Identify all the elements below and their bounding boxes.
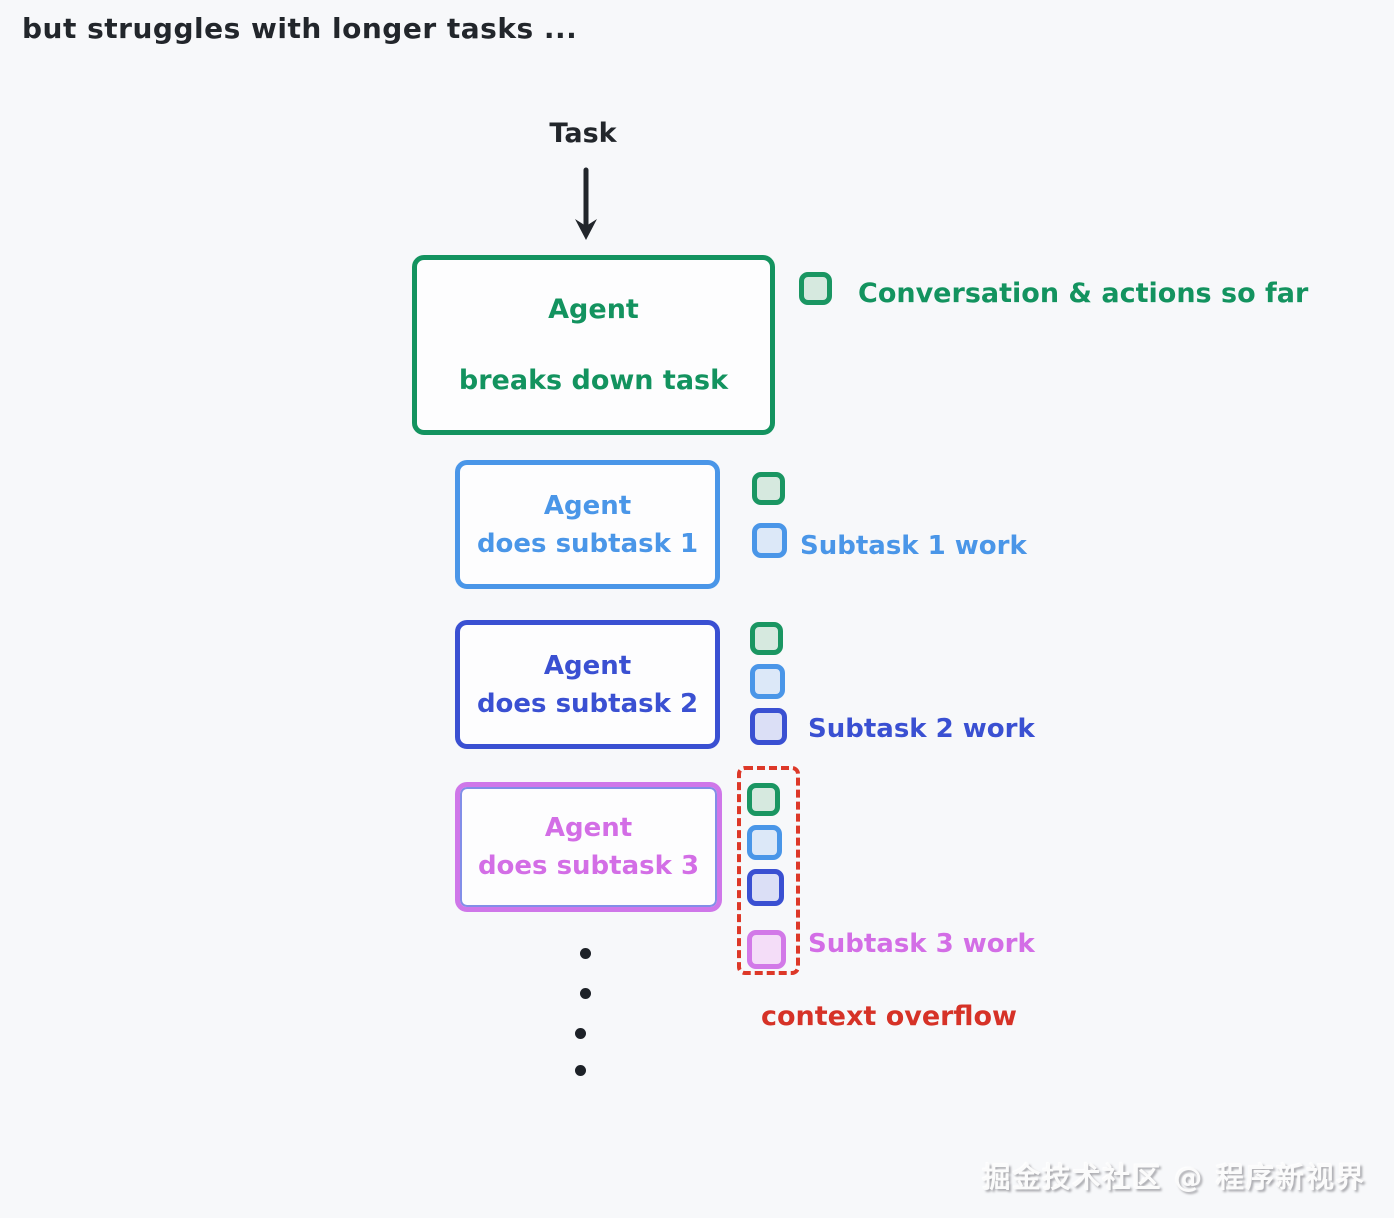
- subtask1-box-line2: does subtask 1: [476, 528, 699, 559]
- subtask3-box-line2: does subtask 3: [477, 851, 700, 881]
- context-overflow-outline: [737, 766, 800, 975]
- green-token-icon: [799, 272, 832, 305]
- subtask2-work-label: Subtask 2 work: [808, 714, 1035, 744]
- subtask2-agent-box: Agent does subtask 2: [455, 620, 720, 749]
- green-token-icon: [750, 622, 783, 655]
- blue-token-icon: [750, 664, 785, 699]
- blue-token-icon: [752, 523, 787, 558]
- subtask3-agent-box: Agent does subtask 3: [455, 782, 722, 912]
- dot: [580, 948, 591, 959]
- indigo-token-icon: [747, 869, 784, 906]
- page-title: but struggles with longer tasks ...: [22, 12, 578, 45]
- agent-box-line2: breaks down task: [458, 364, 729, 396]
- dot: [575, 1065, 586, 1076]
- task-label: Task: [549, 118, 617, 149]
- conversation-label: Conversation & actions so far: [858, 278, 1309, 309]
- context-overflow-label: context overflow: [761, 1001, 1017, 1032]
- subtask3-box-line1: Agent: [544, 813, 633, 843]
- subtask1-box-line1: Agent: [543, 490, 632, 521]
- down-arrow-icon: [575, 167, 597, 240]
- subtask2-box-line2: does subtask 2: [476, 688, 699, 719]
- purple-token-icon: [747, 930, 786, 969]
- dot: [580, 988, 591, 999]
- agent-box-line1: Agent: [548, 293, 639, 325]
- subtask1-token-stack: [752, 472, 787, 558]
- watermark: 掘金技术社区 @ 程序新视界: [982, 1161, 1366, 1194]
- blue-token-icon: [747, 825, 782, 860]
- subtask3-work-label: Subtask 3 work: [808, 929, 1035, 959]
- subtask2-box-line1: Agent: [543, 650, 632, 681]
- conversation-token-stack: [799, 272, 832, 305]
- subtask1-agent-box: Agent does subtask 1: [455, 460, 720, 589]
- agent-breakdown-box: Agent breaks down task: [412, 255, 775, 435]
- subtask1-work-label: Subtask 1 work: [800, 531, 1027, 561]
- indigo-token-icon: [750, 708, 787, 745]
- green-token-icon: [752, 472, 785, 505]
- dot: [575, 1028, 586, 1039]
- subtask2-token-stack: [750, 622, 787, 745]
- subtask3-token-stack: [747, 783, 796, 969]
- green-token-icon: [747, 783, 780, 816]
